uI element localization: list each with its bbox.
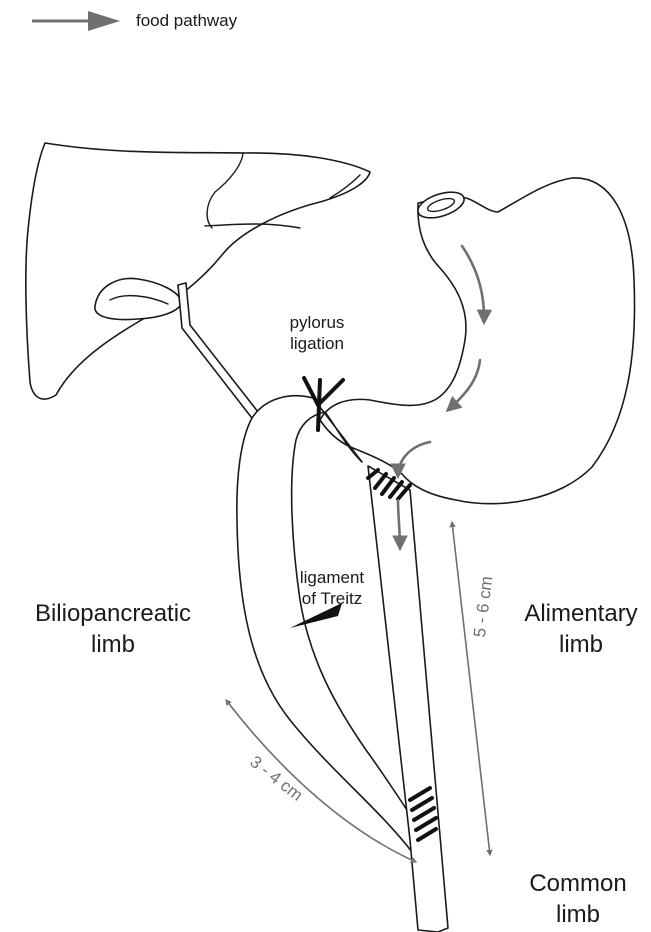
ligament-of-treitz-label: ligament of Treitz [282,567,382,609]
common-label-line2: limb [516,899,640,930]
pylorus-label-line2: ligation [272,333,362,354]
common-label-line1: Common [516,868,640,899]
biliopancreatic-label-line1: Biliopancreatic [8,598,218,629]
biliopancreatic-limb-label: Biliopancreatic limb [8,598,218,660]
legend-arrow-icon [32,11,120,31]
liver [26,143,370,399]
common-limb-label: Common limb [516,868,640,930]
ligament-label-line2: of Treitz [282,588,382,609]
alimentary-limb-label: Alimentary limb [516,598,646,660]
pylorus-label-line1: pylorus [272,312,362,333]
measure-5-6cm-arrow [452,522,490,855]
alimentary-limb-tube [368,466,448,932]
bile-duct [178,283,262,422]
alimentary-label-line1: Alimentary [516,598,646,629]
ligament-label-line1: ligament [282,567,382,588]
stomach [320,178,635,504]
pylorus-ligation-label: pylorus ligation [272,312,362,354]
alimentary-label-line2: limb [516,629,646,660]
legend-label: food pathway [136,10,237,31]
biliopancreatic-label-line2: limb [8,629,218,660]
